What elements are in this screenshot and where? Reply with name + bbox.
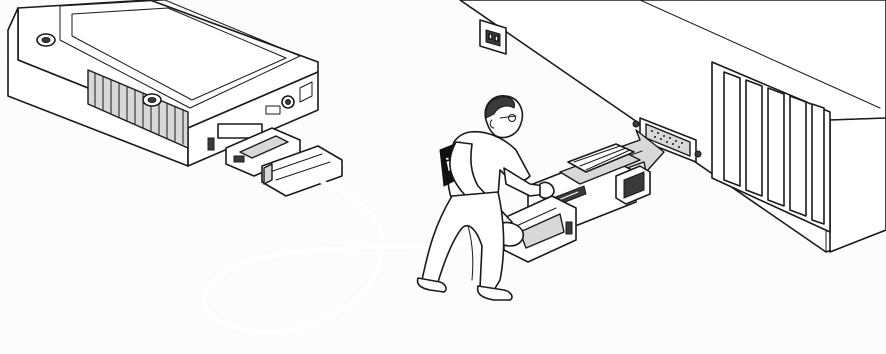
serial-port xyxy=(217,123,263,139)
expansion-slots xyxy=(711,61,831,233)
db25-port-icon xyxy=(632,117,702,163)
screw-hole-icon xyxy=(36,33,56,47)
status-light-icon xyxy=(207,137,215,151)
heat-sink-ribs xyxy=(87,69,189,149)
shirt-badge-glyph: i xyxy=(444,154,453,175)
left-adapter xyxy=(225,127,343,197)
serial-cable xyxy=(202,179,511,334)
power-socket-icon xyxy=(479,19,507,55)
person-figure: i xyxy=(416,95,555,301)
db25-adapter xyxy=(503,143,651,263)
left-device xyxy=(7,0,319,167)
computer-case xyxy=(459,0,886,253)
screw-hole-icon xyxy=(142,93,162,107)
